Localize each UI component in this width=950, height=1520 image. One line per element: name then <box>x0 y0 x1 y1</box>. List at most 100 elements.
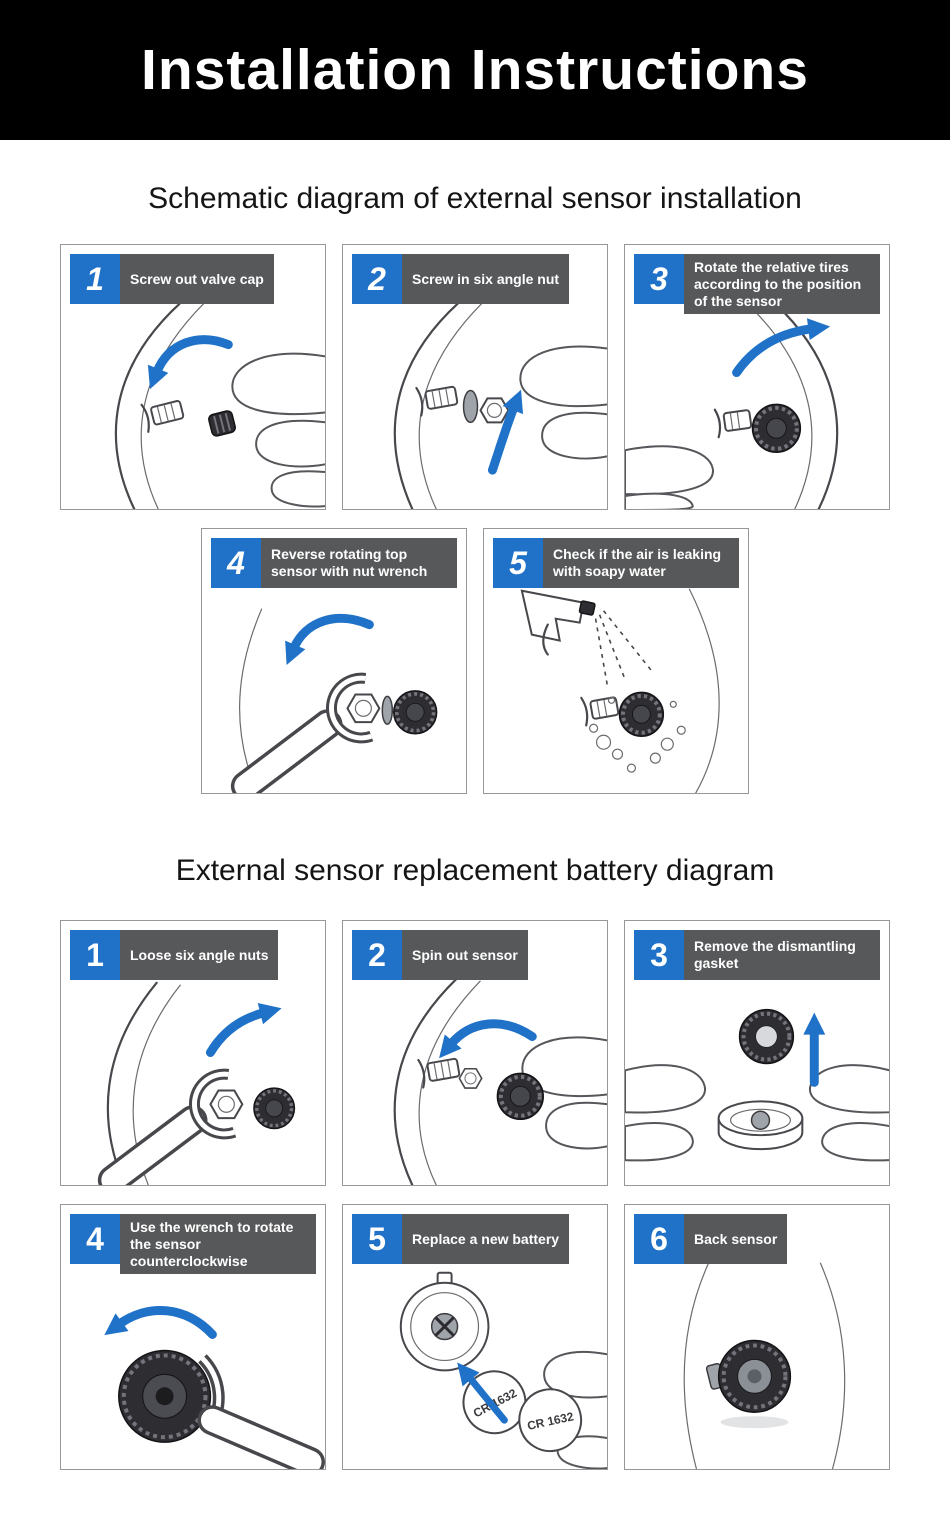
section2-row2: 4 Use the wrench to rotate the sensor co… <box>0 1204 950 1470</box>
coin-battery-2: CR 1632 <box>518 1388 583 1453</box>
illustration-rotate-sensor-counterclockwise <box>104 1306 325 1469</box>
step-panel-s1-1: 1 Screw out valve cap <box>60 244 326 510</box>
arrow-icon <box>147 335 233 390</box>
step-panel-s2-6: 6 Back sensor <box>624 1204 890 1470</box>
hand-left <box>625 1064 706 1162</box>
spray-bottle <box>520 589 596 656</box>
step-header: 4 Use the wrench to rotate the sensor co… <box>70 1214 316 1275</box>
hex-nut <box>346 693 381 724</box>
step-panel-s2-3: 3 Remove the dismantling gasket <box>624 920 890 1186</box>
wrench <box>97 1068 237 1185</box>
step-header: 6 Back sensor <box>634 1214 880 1264</box>
arrow-icon <box>205 1002 282 1057</box>
step-label: Loose six angle nuts <box>120 930 279 980</box>
arrow-icon <box>732 318 831 377</box>
step-header: 1 Loose six angle nuts <box>70 930 316 980</box>
step-header: 5 Replace a new battery <box>352 1214 598 1264</box>
valve-cap <box>208 410 236 437</box>
rim-lines <box>683 1262 846 1469</box>
illustration-tighten-with-wrench <box>230 608 438 793</box>
step-number: 4 <box>211 538 261 588</box>
hand <box>519 345 607 460</box>
step-number: 4 <box>70 1214 120 1264</box>
washer <box>462 389 479 424</box>
hex-nut <box>209 1089 244 1120</box>
page-title: Installation Instructions <box>141 38 809 102</box>
hand <box>521 1036 607 1150</box>
step-number: 2 <box>352 254 402 304</box>
sensor-cap <box>618 691 665 737</box>
step-number: 6 <box>634 1214 684 1264</box>
valve-stem <box>140 400 185 433</box>
illustration-soapy-water-check <box>520 588 720 793</box>
spray-lines <box>594 610 652 687</box>
step-header: 2 Screw in six angle nut <box>352 254 598 304</box>
step-label: Spin out sensor <box>402 930 528 980</box>
gasket <box>738 1008 795 1065</box>
arrow-icon <box>457 1362 508 1424</box>
step-header: 4 Reverse rotating top sensor with nut w… <box>211 538 457 588</box>
step-panel-s2-2: 2 Spin out sensor <box>342 920 608 1186</box>
illustration-remove-gasket <box>625 1008 889 1162</box>
section1-title: Schematic diagram of external sensor ins… <box>148 182 802 215</box>
step-header: 1 Screw out valve cap <box>70 254 316 304</box>
section1-row2: 4 Reverse rotating top sensor with nut w… <box>0 528 950 794</box>
arrow-icon <box>439 1019 537 1059</box>
hand <box>231 352 325 508</box>
wrench <box>197 1354 325 1469</box>
sensor-base <box>717 1100 804 1151</box>
hex-nut <box>458 1067 483 1089</box>
step-number: 5 <box>352 1214 402 1264</box>
sensor-cap <box>253 1087 296 1130</box>
sensor-top-view <box>118 1349 212 1443</box>
rim-lines <box>114 301 205 509</box>
hand <box>625 445 714 509</box>
rim-line <box>688 588 720 793</box>
washer <box>381 695 394 726</box>
step-number: 3 <box>634 254 684 304</box>
step-label: Remove the dismantling gasket <box>684 930 880 980</box>
soap-bubbles <box>589 696 686 773</box>
sensor-cap <box>751 403 802 453</box>
valve-stem <box>580 696 620 727</box>
illustration-screw-in-hex-nut <box>393 301 607 509</box>
header-banner: Installation Instructions <box>0 0 950 140</box>
sensor-cap <box>717 1339 792 1413</box>
step-panel-s2-4: 4 Use the wrench to rotate the sensor co… <box>60 1204 326 1470</box>
step-label: Replace a new battery <box>402 1214 570 1264</box>
step-header: 3 Rotate the relative tires according to… <box>634 254 880 315</box>
step-panel-s2-5: 5 Replace a new battery CR <box>342 1204 608 1470</box>
arrow-icon <box>487 389 524 475</box>
wrench <box>230 672 374 793</box>
step-header: 3 Remove the dismantling gasket <box>634 930 880 980</box>
step-panel-s2-1: 1 Loose six angle nuts <box>60 920 326 1186</box>
step-number: 5 <box>493 538 543 588</box>
illustration-rotate-tires <box>625 301 839 509</box>
hand-right <box>809 1064 889 1162</box>
illustration-spin-out-sensor <box>393 977 607 1185</box>
step-header: 2 Spin out sensor <box>352 930 598 980</box>
step-panel-s1-4: 4 Reverse rotating top sensor with nut w… <box>201 528 467 794</box>
illustration-unscrew-valve-cap <box>114 301 325 509</box>
section2-title: External sensor replacement battery diag… <box>175 854 775 887</box>
step-label: Screw out valve cap <box>120 254 274 304</box>
step-label: Use the wrench to rotate the sensor coun… <box>120 1214 316 1275</box>
opened-sensor <box>399 1271 490 1372</box>
illustration-back-sensor <box>683 1262 846 1469</box>
sensor-cap <box>393 690 438 735</box>
step-label: Reverse rotating top sensor with nut wre… <box>261 538 457 588</box>
step-panel-s1-5: 5 Check if the air is leaking with soapy… <box>483 528 749 794</box>
rim-lines <box>393 977 481 1185</box>
valve-stem <box>713 408 753 439</box>
step-label: Screw in six angle nut <box>402 254 570 304</box>
step-label: Rotate the relative tires according to t… <box>684 254 880 315</box>
hex-nut <box>479 397 510 424</box>
shadow <box>720 1416 789 1429</box>
section2-row1: 1 Loose six angle nuts <box>0 920 950 1186</box>
illustration-replace-battery: CR 1632 CR 1632 <box>399 1271 607 1469</box>
valve-stem <box>417 1057 461 1089</box>
sensor-cap <box>496 1072 544 1120</box>
step-label: Back sensor <box>684 1214 788 1264</box>
step-number: 1 <box>70 254 120 304</box>
step-header: 5 Check if the air is leaking with soapy… <box>493 538 739 588</box>
